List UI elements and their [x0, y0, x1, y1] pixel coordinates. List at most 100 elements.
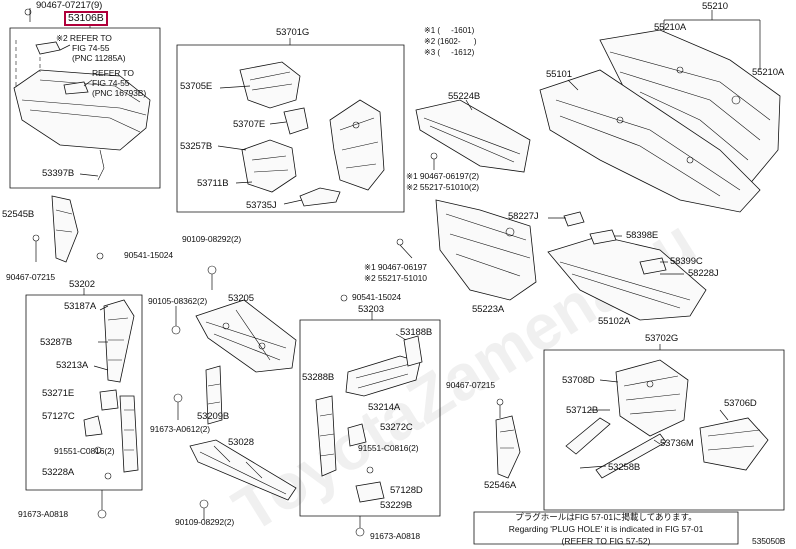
label-55210a-1: 55210A: [654, 22, 687, 33]
label-53708d: 53708D: [562, 375, 595, 386]
radiator-support-upper: [13, 69, 151, 151]
label-90541-15024-2: 90541-15024: [352, 292, 402, 302]
label-91551-c0816-1: 91551-C0816(2): [54, 446, 115, 456]
label-58228j: 58228J: [688, 268, 719, 279]
label-58399c: 58399C: [670, 256, 703, 267]
panel-53711b: [241, 139, 297, 193]
label-53736m: 53736M: [660, 438, 694, 449]
label-91673-a0818-1: 91673-A0818: [18, 509, 68, 519]
label-53272c: 53272C: [380, 422, 413, 433]
legend-line-2: ※2 (1602- ): [424, 37, 477, 46]
label-53228a: 53228A: [42, 467, 75, 478]
label-refer1-b: FIG 74-55: [72, 43, 110, 53]
apron-53702g: [615, 359, 689, 437]
label-53205: 53205: [228, 293, 254, 304]
label-53203: 53203: [358, 304, 384, 315]
label-55223a: 55223A: [472, 304, 505, 315]
label-53707e: 53707E: [233, 119, 266, 130]
label-53287b: 53287B: [40, 337, 73, 348]
label-52545b: 52545B: [2, 209, 35, 220]
label-57127c: 57127C: [42, 411, 75, 422]
note-japanese: プラグホールはFIG 57-01に掲載してあります。: [515, 512, 697, 522]
label-53202: 53202: [69, 279, 95, 290]
label-53711b: 53711B: [197, 178, 229, 189]
box-53106b: [9, 27, 161, 189]
panel-53706d: [699, 417, 769, 471]
legend: ※1 ( -1601) ※2 (1602- ) ※3 ( -1612): [424, 25, 477, 58]
box-53202: [25, 294, 143, 491]
label-91673-a0818-2: 91673-A0818: [370, 531, 420, 541]
diagram-id: 535050B: [752, 536, 786, 546]
panel-57127c: [119, 395, 139, 473]
box-53203: [299, 319, 441, 517]
label-53106b: 53106B: [64, 11, 108, 26]
label-90105-08362: 90105-08362(2): [148, 296, 208, 306]
legend-line-3: ※3 ( -1612): [424, 48, 475, 57]
note-refer: (REFER TO FIG 57-52): [561, 536, 651, 546]
side-member-53202: [103, 299, 135, 383]
label-91673-a0612: 91673-A0612(2): [150, 424, 211, 434]
cowl-55224b: [415, 99, 531, 173]
brace-53028: [189, 439, 297, 501]
label-53187a: 53187A: [64, 301, 97, 312]
label-53257b: 53257B: [180, 141, 213, 152]
label-90467-07217: 90467-07217(9): [36, 0, 103, 11]
label-53705e: 53705E: [180, 81, 213, 92]
label-52546a: 52546A: [484, 480, 517, 491]
label-55217-51010-1: ※2 55217-51010(2): [406, 182, 480, 192]
label-refer2-b: FIG 74-55: [92, 78, 130, 88]
label-53271e: 53271E: [42, 388, 75, 399]
brace-53209b: [205, 365, 223, 425]
label-53702g: 53702G: [645, 333, 679, 344]
label-refer2-c: (PNC 16793B): [92, 88, 147, 98]
label-53258b: 53258B: [608, 462, 641, 473]
note-box: [473, 511, 739, 545]
bracket-53712b: [565, 417, 611, 455]
label-53288b: 53288B: [302, 372, 335, 383]
label-55210a-2: 55210A: [752, 67, 785, 78]
label-53397b: 53397B: [42, 168, 75, 179]
dash-lower-55223a: [435, 199, 537, 301]
bracket-52545b: [51, 195, 79, 263]
label-53213a: 53213A: [56, 360, 89, 371]
label-55102a: 55102A: [598, 316, 631, 327]
label-refer2-a: REFER TO: [92, 68, 134, 78]
label-55224b: 55224B: [448, 91, 481, 102]
label-53706d: 53706D: [724, 398, 757, 409]
box-53702g: [543, 349, 785, 511]
label-53028: 53028: [228, 437, 254, 448]
label-53214a: 53214A: [368, 402, 401, 413]
label-90541-15024-1: 90541-15024: [124, 250, 174, 260]
label-90467-07215-2: 90467-07215: [446, 380, 496, 390]
bracket-53705e: [239, 61, 301, 109]
note-english: Regarding 'PLUG HOLE' it is indicated in…: [508, 524, 704, 534]
label-90109-08292-2: 90109-08292(2): [175, 517, 235, 527]
lock-support-53205: [195, 299, 297, 373]
label-53701g: 53701G: [276, 27, 310, 38]
label-53229b: 53229B: [380, 500, 413, 511]
label-53712b: 53712B: [566, 405, 599, 416]
dash-panel-55101: [539, 69, 761, 213]
label-53188b: 53188B: [400, 327, 433, 338]
label-90467-07215-1: 90467-07215: [6, 272, 56, 282]
apron-53701g: [329, 99, 385, 191]
label-90467-06197-1: ※1 90467-06197(2): [406, 171, 480, 181]
label-91551-c0816-2: 91551-C0816(2): [358, 443, 419, 453]
label-57128d: 57128D: [390, 485, 423, 496]
legend-line-1: ※1 ( -1601): [424, 26, 475, 35]
label-58227j: 58227J: [508, 211, 539, 222]
label-55210: 55210: [702, 1, 728, 12]
box-53701g: [176, 44, 405, 213]
label-55217-51010-2: ※2 55217-51010: [364, 273, 427, 283]
label-90467-06197-2: ※1 90467-06197: [364, 262, 427, 272]
label-53735j: 53735J: [246, 200, 277, 211]
label-refer1-a: ※2 REFER TO: [56, 33, 112, 43]
label-58398e: 58398E: [626, 230, 659, 241]
bracket-52546a: [495, 415, 521, 479]
label-55101: 55101: [546, 69, 572, 80]
label-refer1-c: (PNC 11285A): [72, 53, 126, 63]
plug-hole-note: プラグホールはFIG 57-01に掲載してあります。 Regarding 'PL…: [476, 511, 736, 547]
label-53209b: 53209B: [197, 411, 230, 422]
